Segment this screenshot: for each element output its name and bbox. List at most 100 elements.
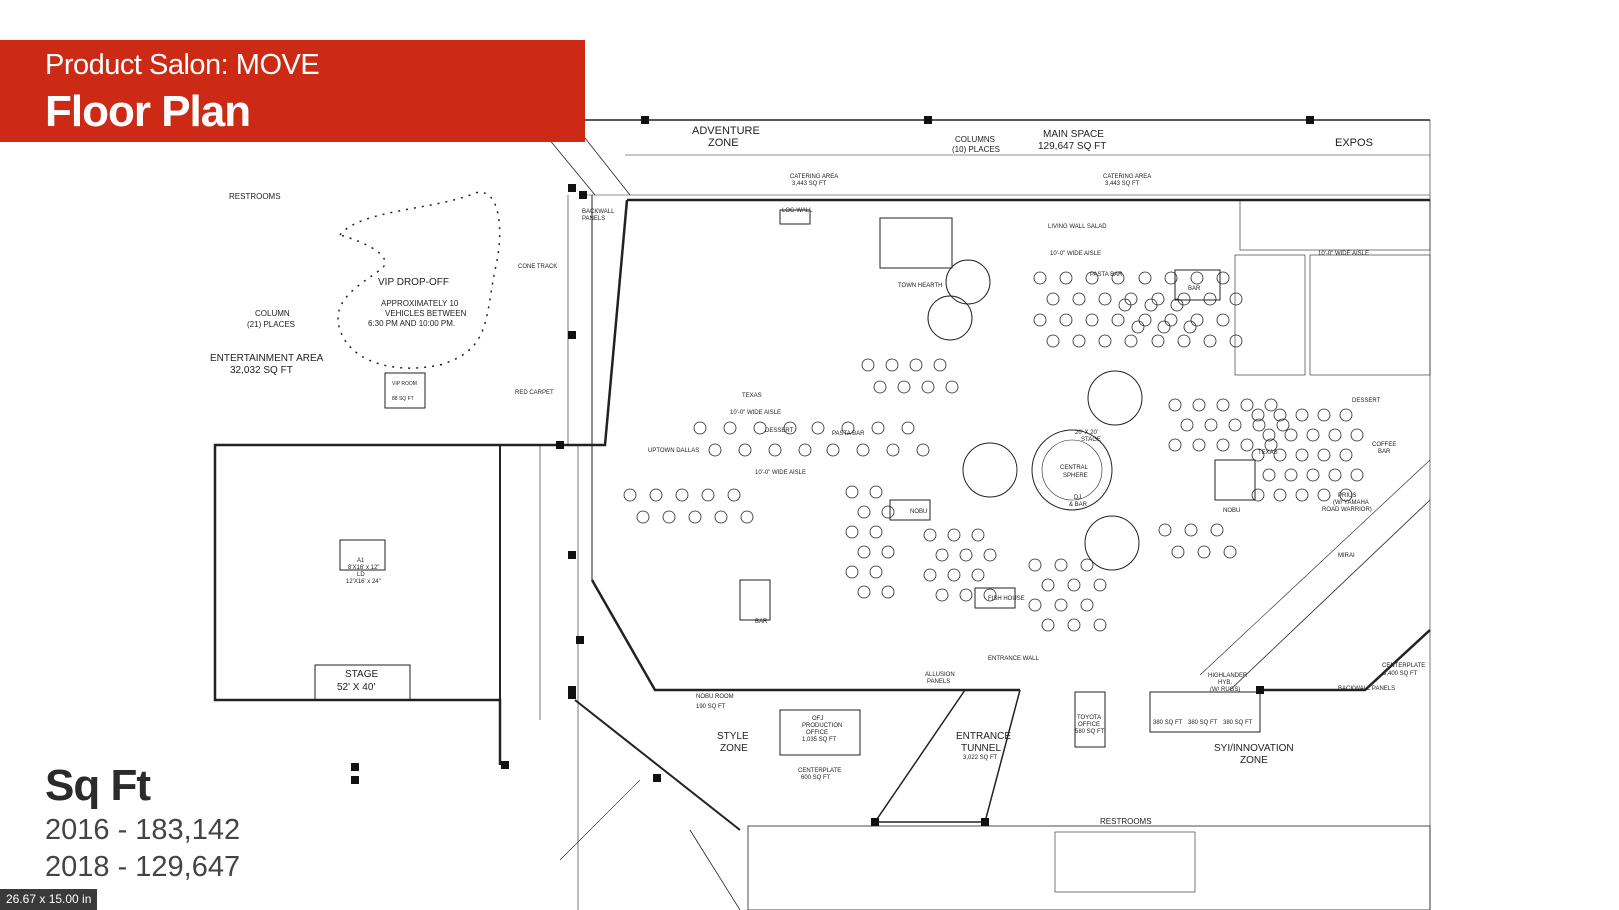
table-mark <box>1251 408 1265 422</box>
table-mark <box>811 421 825 435</box>
table-mark <box>1273 448 1287 462</box>
lift-ld: LD <box>357 572 365 578</box>
table-mark <box>857 585 871 599</box>
table-mark <box>675 488 689 502</box>
table-mark <box>1067 578 1081 592</box>
dj-bar-line1: DJ <box>1074 495 1081 501</box>
entertainment-area-line1: ENTERTAINMENT AREA <box>210 353 324 364</box>
dessert-label-1: DESSERT <box>765 428 794 434</box>
aisle-label-3: 10'-0" WIDE AISLE <box>755 470 806 476</box>
catering-1-line2: 3,443 SQ FT <box>792 181 827 187</box>
table-mark <box>1216 271 1230 285</box>
table-mark <box>1080 598 1094 612</box>
table-mark <box>1295 408 1309 422</box>
table-mark <box>738 443 752 457</box>
table-mark <box>1138 313 1152 327</box>
entrance-tunnel-line2: TUNNEL <box>961 743 1001 754</box>
table-mark <box>885 358 899 372</box>
ent-room-1: 380 SQ FT <box>1153 720 1183 726</box>
table-mark <box>1046 292 1060 306</box>
table-mark <box>916 443 930 457</box>
column-mark <box>501 761 509 769</box>
table-mark <box>649 488 663 502</box>
highlander-line2: HYB. <box>1218 680 1232 686</box>
table-mark <box>1328 428 1342 442</box>
table-mark <box>856 443 870 457</box>
table-mark <box>1138 271 1152 285</box>
catering-1-line1: CATERING AREA <box>790 174 838 180</box>
table-mark <box>1251 448 1265 462</box>
column-mark <box>568 686 576 694</box>
table-mark <box>1339 408 1353 422</box>
allusion-panels-line1: ALLUSION <box>925 672 955 678</box>
column-mark <box>568 551 576 559</box>
table-mark <box>1273 488 1287 502</box>
table-mark <box>857 545 871 559</box>
fish-house-label: FISH HOUSE <box>988 596 1025 602</box>
table-mark <box>1171 545 1185 559</box>
table-mark <box>845 525 859 539</box>
expos-label: EXPOS <box>1335 137 1373 149</box>
column-mark <box>653 774 661 782</box>
table-mark <box>1216 313 1230 327</box>
entrance-wall-label: ENTRANCE WALL <box>988 656 1039 662</box>
table-mark <box>1028 558 1042 572</box>
stage-20-line1: 20' X 20' <box>1075 430 1098 436</box>
table-mark <box>933 358 947 372</box>
centerplate-1-line2: 3,400 SQ FT <box>1383 671 1418 677</box>
table-mark <box>1124 334 1138 348</box>
table-mark <box>1054 598 1068 612</box>
aisle-label-2: 10'-0" WIDE AISLE <box>730 410 781 416</box>
column-mark <box>1306 116 1314 124</box>
prius-line1: PRIUS <box>1338 493 1356 499</box>
table-mark <box>1223 545 1237 559</box>
column-mark <box>568 184 576 192</box>
table-mark <box>1184 523 1198 537</box>
allusion-panels-line2: PANELS <box>927 679 950 685</box>
table-mark <box>1306 428 1320 442</box>
table-mark <box>1306 468 1320 482</box>
table-mark <box>901 421 915 435</box>
table-mark <box>1229 292 1243 306</box>
vip-room-line1: VIP ROOM <box>392 381 417 387</box>
nobu-label-2: NOBU <box>1223 508 1240 514</box>
table-mark <box>869 525 883 539</box>
table-mark <box>1240 438 1254 452</box>
table-mark <box>1350 428 1364 442</box>
column-mark <box>1256 686 1264 694</box>
mirai-label: MIRAI <box>1338 553 1355 559</box>
main-space-line2: 129,647 SQ FT <box>1038 141 1106 152</box>
table-mark <box>1098 334 1112 348</box>
table-mark <box>753 421 767 435</box>
table-mark <box>723 421 737 435</box>
table-mark <box>1158 523 1172 537</box>
centerplate-2-line2: 600 SQ FT <box>801 775 831 781</box>
stage-20-line2: STAGE <box>1081 437 1101 443</box>
column-mark <box>351 763 359 771</box>
nobu-label-1: NOBU <box>910 509 927 515</box>
table-mark <box>1203 292 1217 306</box>
table-mark <box>845 485 859 499</box>
table-mark <box>945 380 959 394</box>
table-mark <box>947 528 961 542</box>
table-mark <box>869 565 883 579</box>
table-mark <box>1295 448 1309 462</box>
ent-room-2: 380 SQ FT <box>1188 720 1218 726</box>
centerplate-1-line1: CENTERPLATE <box>1382 663 1425 669</box>
table-mark <box>1317 448 1331 462</box>
lift-a1-size: 8'X16' x 12" <box>348 565 379 571</box>
table-mark <box>871 421 885 435</box>
table-mark <box>1080 558 1094 572</box>
table-mark <box>1339 488 1353 502</box>
column-mark <box>981 818 989 826</box>
bar-label-1: BAR <box>1188 286 1201 292</box>
table-mark <box>714 510 728 524</box>
table-mark <box>1317 488 1331 502</box>
table-mark <box>1210 523 1224 537</box>
backwall-panels-2: BACKWALL PANELS <box>1338 686 1395 692</box>
table-mark <box>886 443 900 457</box>
table-mark <box>662 510 676 524</box>
texas-label-2: TEXAS <box>1258 450 1278 456</box>
table-mark <box>701 488 715 502</box>
